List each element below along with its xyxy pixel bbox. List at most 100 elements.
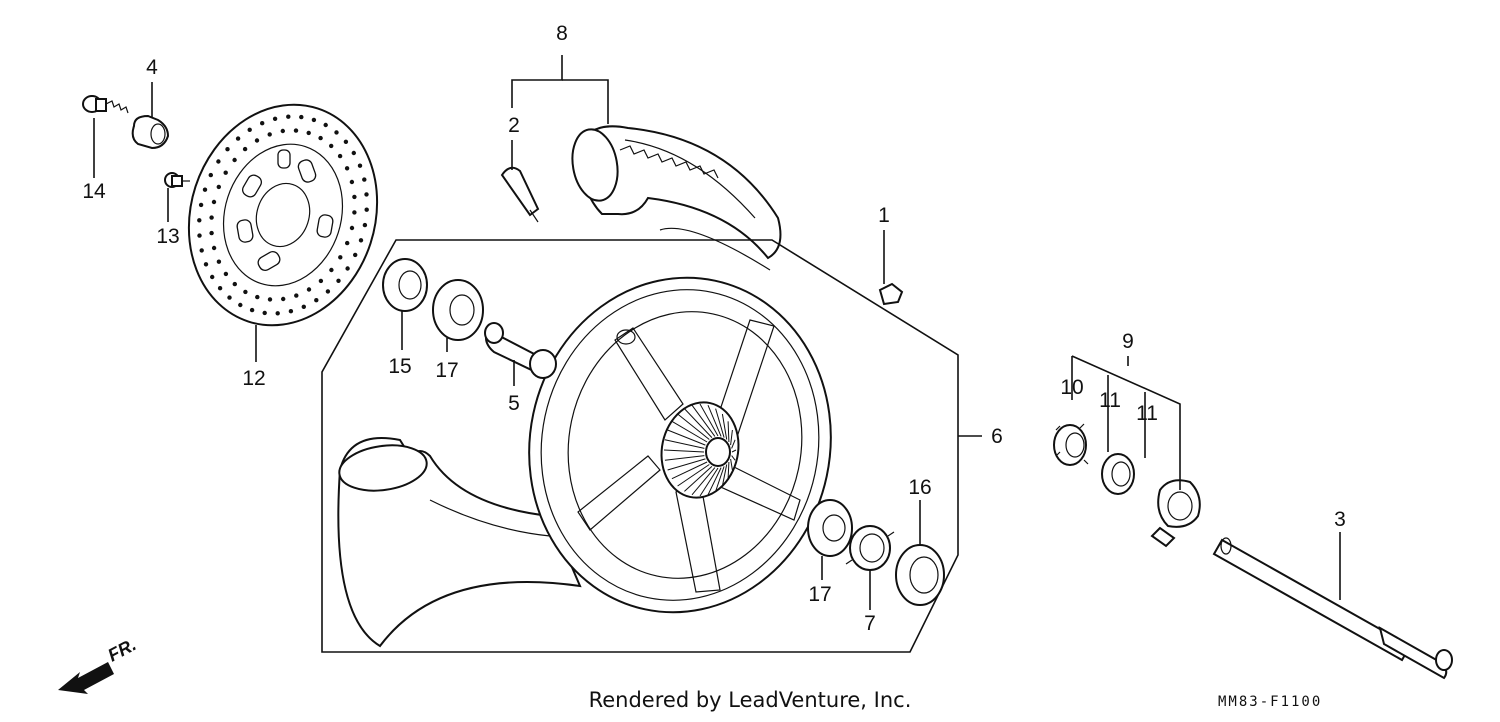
hub-rib (721, 413, 728, 440)
disc-hole (336, 278, 341, 283)
disc-hole (353, 252, 358, 258)
hub-rib (727, 421, 730, 443)
disc-hole (343, 139, 349, 144)
disc-hole (217, 286, 223, 291)
disc-hole (267, 132, 272, 137)
disc-hole (262, 310, 267, 316)
hub-rib (699, 403, 719, 437)
disc-hole (288, 309, 294, 314)
disc-hole (211, 245, 217, 251)
callout-2: 2 (508, 114, 520, 137)
disc-hole (329, 267, 334, 273)
disc-hole (352, 210, 357, 215)
hub-rib (684, 466, 713, 492)
disc-bolt-small (164, 172, 190, 188)
disc-hole (294, 293, 299, 298)
dust-seal (895, 544, 945, 606)
disc-hole (345, 266, 350, 271)
disc-hole (338, 255, 343, 260)
disc-hole (249, 307, 255, 313)
disc-hole (281, 296, 286, 302)
disc-hole (225, 147, 230, 152)
callout-14: 14 (82, 180, 106, 203)
tire-upper (571, 125, 782, 271)
bearing-15 (382, 258, 428, 312)
disc-hole (352, 194, 357, 200)
disc-hole (334, 130, 339, 135)
callout-17-upper: 17 (435, 359, 458, 382)
hub-rib (699, 467, 719, 497)
disc-hole (351, 150, 356, 156)
callout-7: 7 (864, 612, 876, 635)
bearing-17-upper (432, 279, 484, 341)
hub-rib (667, 458, 706, 471)
disc-hole (286, 114, 291, 119)
hub-rib (667, 429, 706, 446)
disc-hole (306, 287, 312, 292)
disc-hole (216, 159, 221, 164)
hub-rib (677, 464, 710, 487)
disc-hole (247, 127, 252, 132)
front-label: FR. (104, 634, 139, 665)
disc-hole (345, 240, 350, 246)
leader-lines (93, 55, 1341, 610)
disc-hole (223, 170, 228, 175)
disc-hole (232, 281, 237, 287)
disc-hole (311, 117, 317, 123)
disc-hole (337, 153, 343, 159)
disc-hole (344, 166, 350, 171)
callout-3: 3 (1334, 508, 1346, 531)
hub-rib (671, 461, 708, 480)
hub-rib (731, 449, 737, 453)
callout-13: 13 (156, 225, 179, 248)
disc-hole (203, 262, 209, 267)
hub-rib (715, 408, 725, 438)
callout-1: 1 (878, 204, 890, 227)
hub-rib (691, 467, 716, 496)
hub-rib (671, 420, 708, 443)
wheel-rim (528, 276, 832, 614)
hub-rib (664, 455, 705, 461)
hub-rib (730, 429, 733, 446)
disc-hole (362, 222, 368, 228)
hub-rib (731, 455, 736, 461)
disc-hole (216, 184, 221, 190)
disc-hole (364, 192, 369, 197)
callout-6: 6 (991, 425, 1003, 448)
collar (131, 114, 170, 150)
disc-hole (238, 302, 243, 308)
disc-hole (314, 298, 319, 303)
disc-hole (364, 207, 369, 212)
hub-rib (707, 467, 722, 496)
brake-disc (187, 103, 379, 327)
callout-11-right: 11 (1136, 402, 1158, 425)
callout-16: 16 (908, 476, 931, 499)
hub-rib (730, 458, 733, 471)
hub-rib (663, 449, 705, 453)
disc-hole (325, 289, 331, 294)
disc-hole (216, 259, 222, 264)
disc-hole (301, 304, 306, 309)
callout-4: 4 (146, 56, 158, 79)
disc-hole (293, 128, 299, 133)
disc-hole (198, 202, 204, 208)
air-valve (500, 166, 540, 223)
disc-hole (211, 199, 217, 205)
disc-hole (272, 116, 278, 122)
disc-hole (197, 233, 202, 238)
disc-hole (199, 248, 204, 253)
front-direction-arrow: FR. (58, 634, 139, 694)
callout-17-lower: 17 (808, 583, 831, 606)
disc-hole (306, 130, 311, 136)
callout-12: 12 (242, 367, 265, 390)
callouts: 1 2 3 4 5 6 7 8 9 10 11 11 12 13 14 15 1… (82, 22, 1346, 635)
disc-hole (202, 187, 208, 192)
arrow-left-icon (58, 662, 114, 694)
disc-hole (267, 297, 273, 302)
tire-lower (337, 437, 582, 648)
disc-hole (209, 230, 214, 236)
disc-hole (318, 135, 323, 141)
hub-rib (707, 405, 722, 437)
disc-hole (280, 128, 285, 134)
